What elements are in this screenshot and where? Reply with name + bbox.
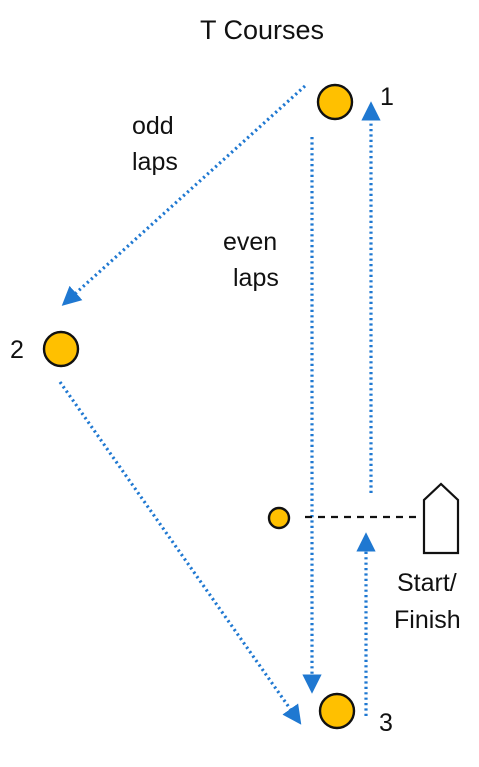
diagram-title: T Courses bbox=[200, 15, 324, 45]
mark-1-label: 1 bbox=[380, 83, 394, 111]
odd-laps-label-line2: laps bbox=[132, 148, 178, 176]
pin-buoy-icon bbox=[267, 506, 291, 530]
start-finish-label-line2: Finish bbox=[394, 606, 461, 634]
start-finish-label-line1: Start/ bbox=[397, 569, 457, 597]
even-laps-label-line1: even bbox=[223, 228, 277, 256]
route-mark2-to-mark3 bbox=[58, 381, 302, 725]
even-laps-label-line2: laps bbox=[233, 264, 279, 292]
odd-laps-label-line1: odd bbox=[132, 112, 174, 140]
mark-3 bbox=[318, 692, 356, 730]
mark-3-label: 3 bbox=[379, 709, 393, 737]
mark-1 bbox=[316, 83, 354, 121]
mark-2 bbox=[42, 330, 80, 368]
committee-boat-icon bbox=[422, 482, 460, 555]
mark-2-label: 2 bbox=[10, 336, 24, 364]
